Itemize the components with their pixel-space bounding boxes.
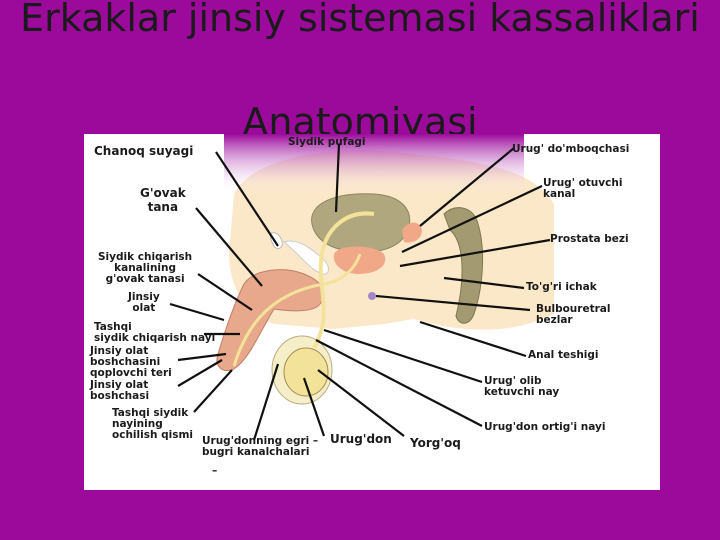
- testis-shape: [283, 347, 329, 397]
- label-urug-olib-ketuvchi: Urug' olib ketuvchi nay: [484, 375, 560, 398]
- label-urug-ortigi-nayi: Urug'don ortig'i nayi: [484, 421, 606, 433]
- leader-lines: [169, 143, 551, 441]
- urethra-path: [232, 253, 362, 367]
- label-egri-dash: –: [212, 465, 218, 477]
- anatomy-figure: Chanoq suyagi Siydik pufagi Urug' do'mbo…: [84, 134, 660, 490]
- label-urug-otuvchi-kanal: Urug' otuvchi kanal: [543, 177, 623, 200]
- label-olat-boshchasi: Jinsiy olat boshchasi: [90, 379, 150, 402]
- top-fade: [224, 134, 524, 194]
- label-tashqi-siydik-nayi: Tashqi siydik chiqarish nayi: [94, 321, 216, 344]
- label-siydik-pufagi: Siydik pufagi: [288, 136, 366, 148]
- label-urug-domboqchasi: Urug' do'mboqchasi: [512, 143, 630, 155]
- label-siydik-chiqarish-govak: Siydik chiqarish kanalining g'ovak tanas…: [98, 251, 193, 285]
- label-egri-bugri: Urug'donning egri – bugri kanalchalari: [202, 435, 319, 458]
- label-urugdon: Urug'don: [330, 432, 392, 446]
- bulbourethral-gland-dot: [368, 292, 376, 300]
- label-togri-ichak: To'g'ri ichak: [526, 281, 597, 293]
- pubic-bone-shape-2: [282, 240, 329, 275]
- seminal-vesicle-shape: [402, 222, 422, 243]
- label-yorgoq: Yorg'oq: [410, 436, 461, 450]
- label-chanoq-suyagi: Chanoq suyagi: [94, 144, 194, 158]
- label-jinsiy-olat: Jinsiy olat: [128, 291, 160, 314]
- vas-deferens-path: [312, 211, 375, 350]
- label-prostata-bezi: Prostata bezi: [550, 233, 629, 245]
- rectum-shape: [443, 207, 483, 324]
- label-bulbouretral-bezlar: Bulbouretral bezlar: [536, 303, 611, 326]
- label-anal-teshigi: Anal teshigi: [528, 349, 599, 361]
- label-tashqi-ochilish: Tashqi siydik nayining ochilish qismi: [112, 407, 193, 441]
- label-boshcha-teri: Jinsiy olat boshchasini qoplovchi teri: [90, 345, 172, 379]
- anatomy-illustration: [84, 134, 660, 490]
- label-govak-tana: G'ovak tana: [140, 186, 186, 214]
- title-line-1: Erkaklar jinsiy sistemasi kassaliklari: [20, 0, 700, 40]
- prostate-shape: [333, 246, 386, 274]
